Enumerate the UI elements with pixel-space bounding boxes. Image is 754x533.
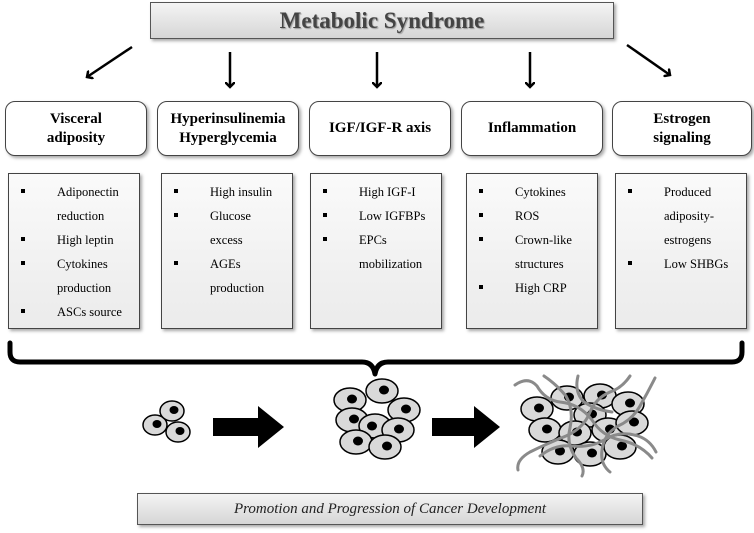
detail-item: Produced adiposity-estrogens — [624, 180, 740, 252]
cell-cluster-medium — [333, 378, 421, 460]
title-box: Metabolic Syndrome — [150, 2, 614, 39]
arrow-to-estrogen — [626, 43, 670, 75]
footer-box: Promotion and Progression of Cancer Deve… — [137, 493, 643, 525]
category-igf-axis: IGF/IGF-R axis — [309, 101, 451, 156]
category-label-line: signaling — [653, 129, 711, 146]
category-label-line: Hyperglycemia — [179, 129, 277, 146]
blood-vessels — [513, 374, 658, 478]
grouping-bracket — [7, 340, 745, 377]
detail-item: Adiponectin reduction — [17, 180, 133, 228]
category-visceral-adiposity: Visceral adiposity — [5, 101, 147, 156]
progression-arrow-2 — [432, 406, 500, 448]
detail-visceral-adiposity: Adiponectin reduction High leptin Cytoki… — [8, 173, 140, 329]
category-inflammation: Inflammation — [461, 101, 603, 156]
detail-item: High IGF-I — [319, 180, 435, 204]
detail-igf-axis: High IGF-I Low IGFBPs EPCs mobilization — [310, 173, 442, 329]
detail-item: High insulin — [170, 180, 286, 204]
detail-item: Glucose excess — [170, 204, 286, 252]
detail-item: ASCs source — [17, 300, 133, 324]
category-label-line: Estrogen — [653, 110, 711, 127]
cell-cluster-large — [520, 383, 649, 467]
detail-estrogen-signaling: Produced adiposity-estrogens Low SHBGs — [615, 173, 747, 329]
category-label-line: adiposity — [46, 129, 106, 146]
category-estrogen-signaling: Estrogen signaling — [612, 101, 752, 156]
detail-item: Cytokines — [475, 180, 591, 204]
detail-inflammation: Cytokines ROS Crown-like structures High… — [466, 173, 598, 329]
detail-item: AGEs production — [170, 252, 286, 300]
category-label-line: Inflammation — [487, 120, 577, 136]
detail-item: Low SHBGs — [624, 252, 740, 276]
detail-item: High leptin — [17, 228, 133, 252]
detail-item: ROS — [475, 204, 591, 228]
detail-item: EPCs mobilization — [319, 228, 435, 276]
footer-caption: Promotion and Progression of Cancer Deve… — [233, 500, 547, 517]
detail-item: Low IGFBPs — [319, 204, 435, 228]
progression-arrow-1 — [213, 406, 284, 448]
category-label-line: Hyperinsulinemia — [170, 110, 286, 127]
cell-cluster-small — [142, 400, 191, 443]
detail-item: Crown-like structures — [475, 228, 591, 276]
arrow-to-visceral — [87, 45, 133, 77]
detail-hyperinsulinemia: High insulin Glucose excess AGEs product… — [161, 173, 293, 329]
diagram-title: Metabolic Syndrome — [279, 7, 485, 33]
category-label-line: IGF/IGF-R axis — [328, 120, 432, 136]
detail-item: High CRP — [475, 276, 591, 300]
category-label-line: Visceral — [50, 110, 102, 127]
detail-item: Cytokines production — [17, 252, 133, 300]
